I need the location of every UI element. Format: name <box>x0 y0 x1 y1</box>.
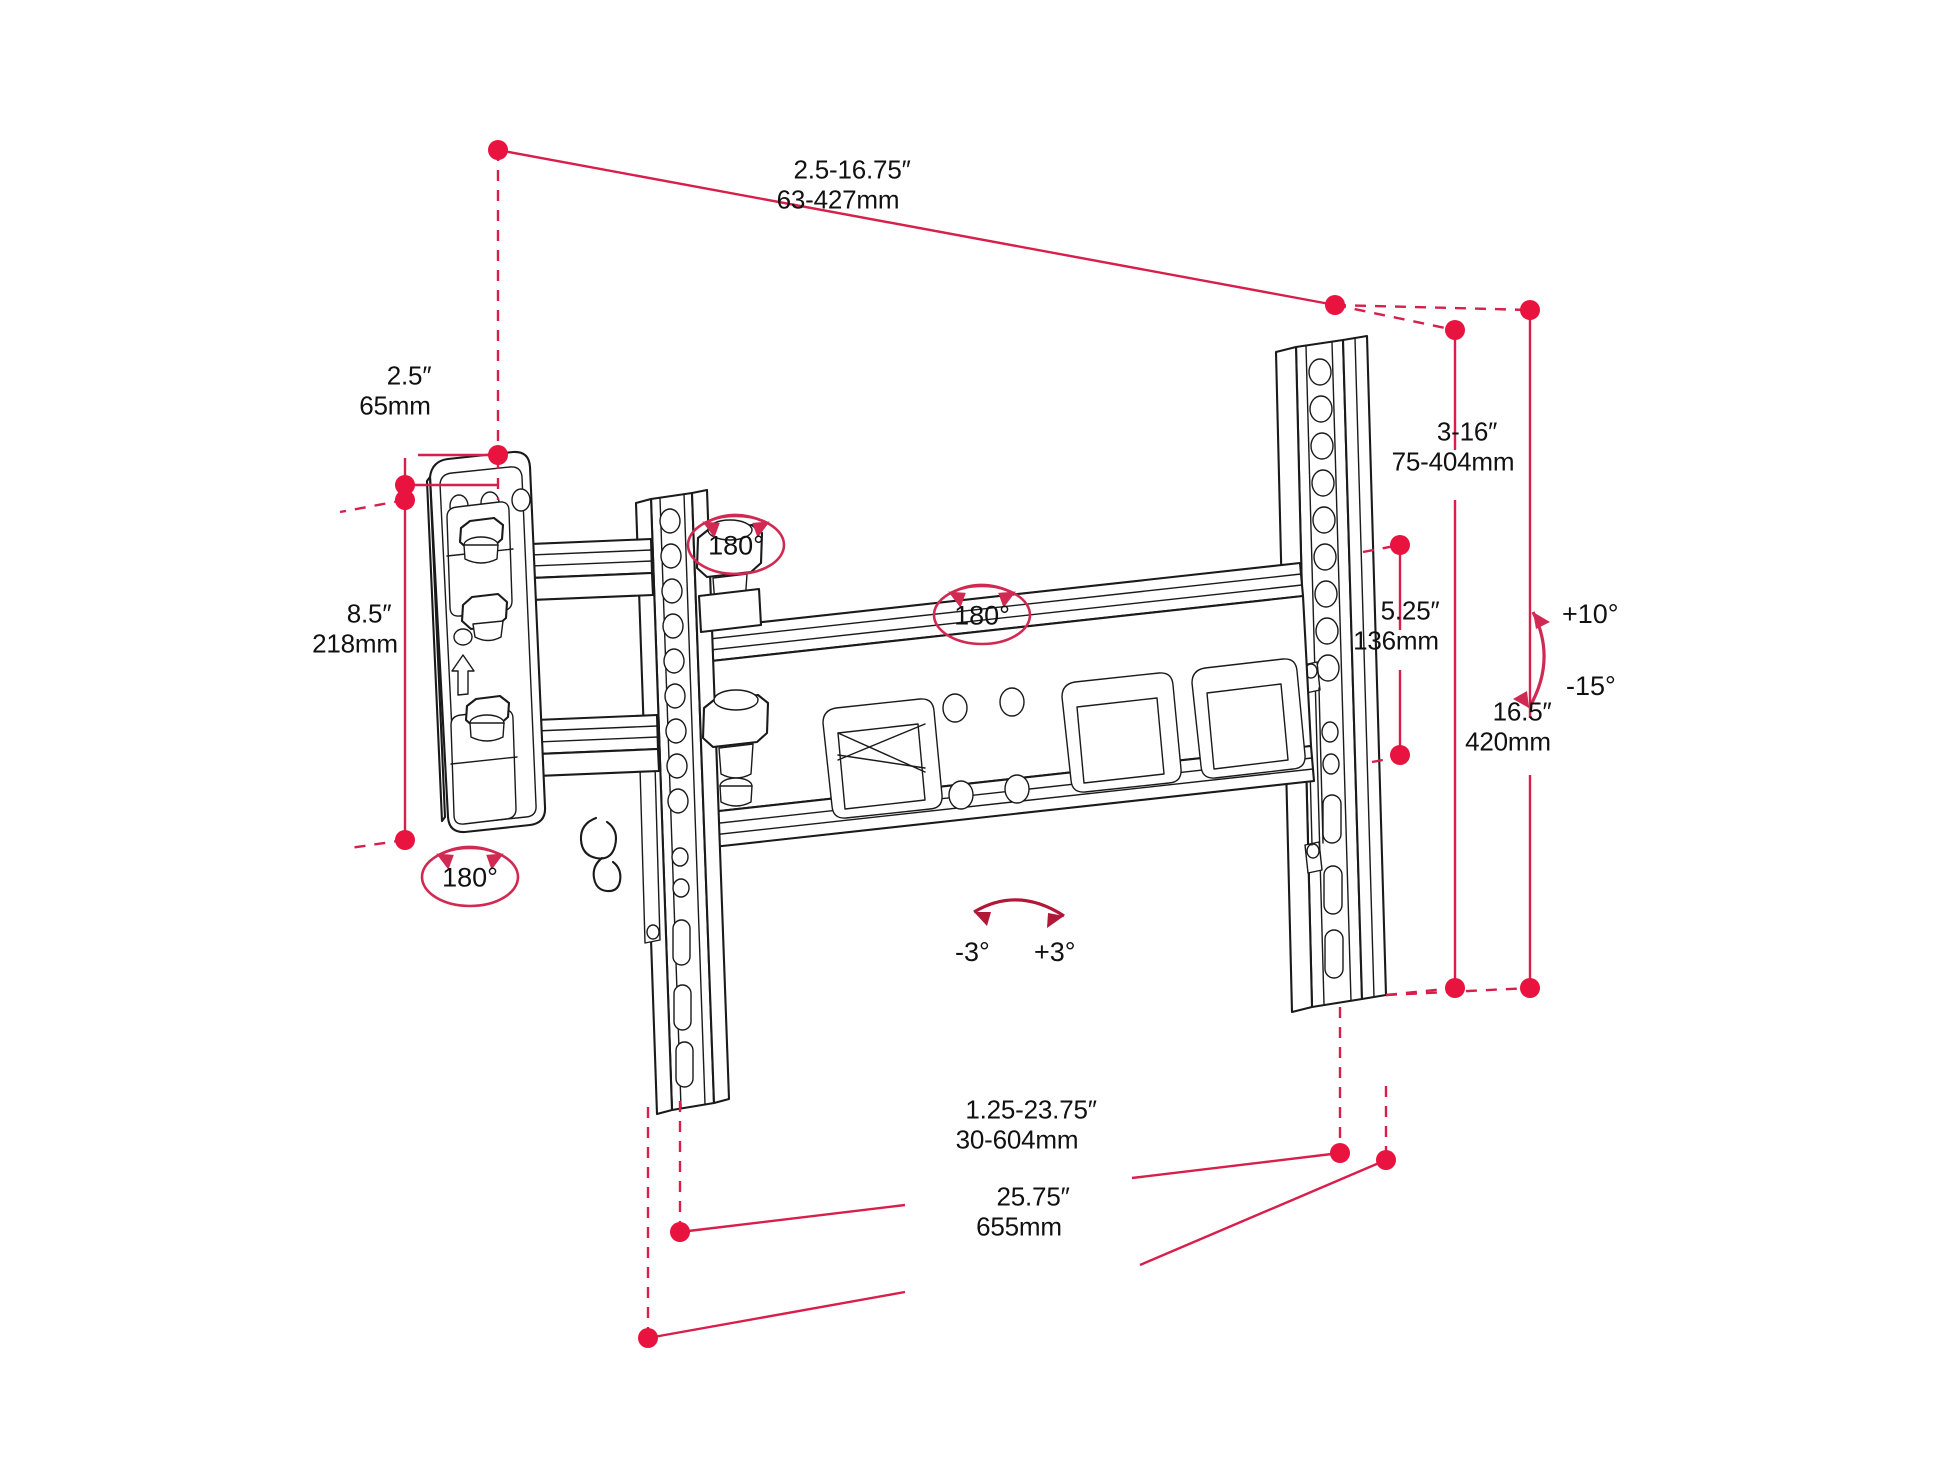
swivel-badge-main-arm <box>932 583 1032 646</box>
dimension-imperial: 3-16″ <box>1436 415 1498 446</box>
swivel-badge-upper-arm <box>686 513 786 576</box>
dimension-imperial: 5.25″ <box>1380 594 1440 625</box>
tilt-angle-arrow <box>1513 611 1550 709</box>
dimension-label-wallplate-width: 2.5″65mm <box>359 329 432 482</box>
level-adjust-arrow <box>973 898 1065 928</box>
tilt-angle-positive-label: +10° <box>1562 599 1619 629</box>
dimension-label-extension-range: 2.5-16.75″63-427mm <box>765 123 911 276</box>
dimension-imperial: 16.5″ <box>1492 695 1552 726</box>
dimension-anchor-dots <box>395 140 1540 1348</box>
center-pivot-rail <box>634 488 731 1116</box>
dimension-metric: 218mm <box>312 628 398 659</box>
dimension-imperial: 25.75″ <box>996 1180 1070 1211</box>
rotation-badge-label-upper-arm: 180° <box>708 530 764 561</box>
dimension-imperial: 8.5″ <box>346 597 392 628</box>
level-adjust-negative-label: -3° <box>955 937 990 967</box>
rotation-badges <box>420 513 1032 908</box>
dimension-metric: 420mm <box>1465 726 1551 757</box>
dimension-label-bracket-height: 16.5″420mm <box>1465 665 1552 818</box>
dimension-metric: 65mm <box>359 390 431 421</box>
dimension-metric: 30-604mm <box>955 1124 1079 1155</box>
dimension-metric: 75-404mm <box>1391 446 1515 477</box>
dimension-metric: 63-427mm <box>776 184 900 215</box>
rotation-badge-label-main-arm: 180° <box>954 600 1010 631</box>
level-adjust-positive-label: +3° <box>1034 937 1076 967</box>
main-extension-arm <box>688 561 1316 850</box>
hinge-hardware <box>458 516 770 807</box>
dimension-metric: 655mm <box>976 1211 1062 1242</box>
tilt-angle-negative-label: -15° <box>1566 671 1616 701</box>
dimension-label-vesa-horizontal-range: 3-16″75-404mm <box>1392 385 1515 538</box>
dimension-imperial: 2.5-16.75″ <box>793 153 911 184</box>
dimension-label-wallplate-height: 8.5″218mm <box>312 567 398 720</box>
cable-clip <box>579 816 622 893</box>
swivel-badge-wall-plate <box>420 845 520 908</box>
dimension-label-max-overall-depth: 25.75″655mm <box>968 1150 1070 1303</box>
dimension-imperial: 1.25-23.75″ <box>965 1093 1097 1124</box>
wall-plate <box>425 450 547 834</box>
dimension-imperial: 2.5″ <box>386 359 432 390</box>
dimension-label-depth-from-wall-range: 1.25-23.75″30-604mm <box>937 1063 1097 1216</box>
dimension-label-bracket-hole-spacing: 5.25″136mm <box>1353 564 1440 717</box>
tv-bracket-right-rail <box>1274 334 1388 1014</box>
rotation-badge-label-wall-plate: 180° <box>442 862 498 893</box>
dimension-lines <box>339 148 1532 1340</box>
dimension-metric: 136mm <box>1353 625 1439 656</box>
